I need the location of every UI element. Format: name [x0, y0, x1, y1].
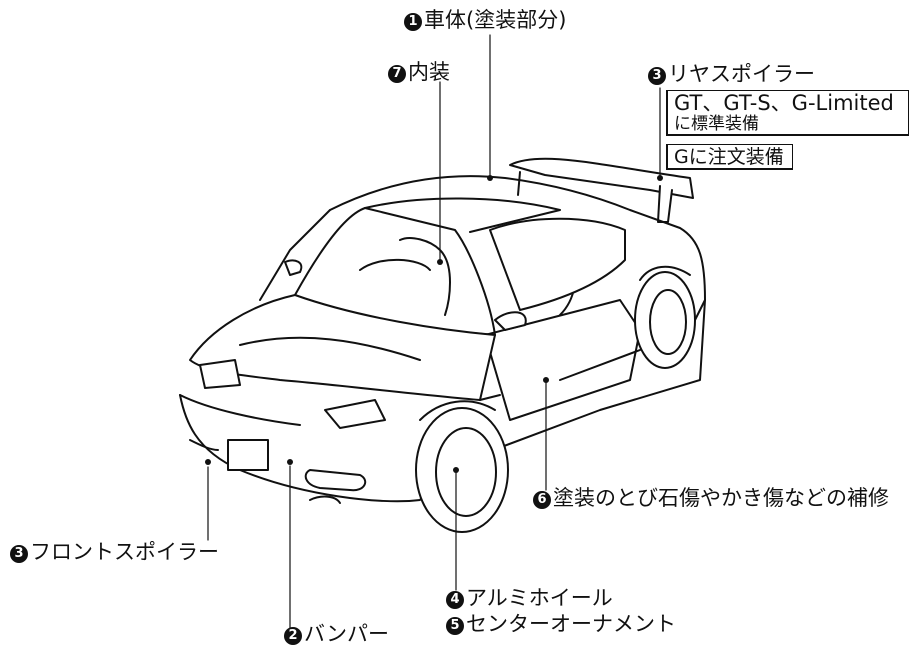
note-line: に標準装備: [674, 114, 759, 134]
label-text: 内装: [408, 60, 450, 84]
label-text: 車体(塗装部分): [424, 8, 567, 32]
label-text: リヤスポイラー: [668, 62, 815, 86]
label-text: センターオーナメント: [466, 612, 676, 636]
note-option-equipment: Gに注文装備: [666, 144, 793, 170]
label-text: アルミホイール: [466, 586, 613, 610]
note-line: GT、GT-S、G-Limited: [674, 91, 894, 115]
number-badge: 7: [388, 65, 406, 83]
number-badge: 5: [446, 617, 464, 635]
note-line: Gに注文装備: [674, 146, 784, 168]
number-badge: 2: [284, 627, 302, 645]
number-badge: 1: [404, 13, 422, 31]
label-text: 塗装のとび石傷やかき傷などの補修: [553, 486, 889, 510]
label-text: フロントスポイラー: [30, 540, 219, 564]
number-badge: 3: [648, 67, 666, 85]
number-badge: 3: [10, 545, 28, 563]
number-badge: 4: [446, 591, 464, 609]
label-text: バンパー: [304, 622, 390, 646]
number-badge: 6: [533, 491, 551, 509]
note-standard-equipment: GT、GT-S、G-Limited に標準装備: [666, 90, 909, 136]
